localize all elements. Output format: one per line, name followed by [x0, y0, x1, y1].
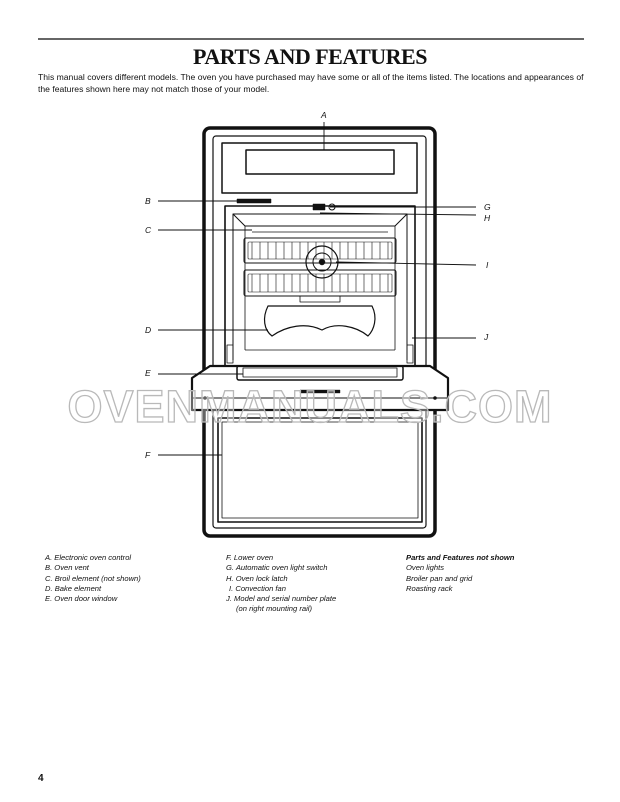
callout-g: G — [484, 202, 491, 212]
legend-column-1: A. Electronic oven control B. Oven vent … — [45, 553, 141, 604]
callout-e: E — [145, 368, 151, 378]
light-switch — [312, 203, 326, 211]
intro-paragraph: This manual covers different models. The… — [38, 72, 584, 94]
callout-d: D — [145, 325, 152, 335]
legend-item: F. Lower oven — [226, 553, 274, 562]
watermark: OVENMANUALS.COM — [67, 380, 553, 432]
callout-h: H — [484, 213, 491, 223]
legend-column-3: Parts and Features not shown Oven lights… — [406, 553, 514, 594]
legend-item: E. Oven door window — [45, 594, 118, 604]
legend-item: (on right mounting rail) — [236, 604, 312, 614]
oven-cabinet — [202, 126, 437, 538]
callout-a: A — [321, 110, 327, 120]
oven-rack-lower — [243, 269, 397, 303]
page-title: PARTS AND FEATURES — [193, 44, 427, 69]
control-display — [245, 149, 395, 175]
legend-item: I. Convection fan — [229, 583, 286, 593]
legend-heading: Parts and Features not shown — [406, 553, 515, 562]
legend-item: H. Oven lock latch — [226, 573, 288, 583]
oven-vent — [236, 198, 272, 204]
legend-item: B. Oven vent — [45, 563, 89, 573]
lower-oven — [217, 417, 423, 523]
callout-i: I — [486, 260, 489, 270]
bake-element — [263, 305, 376, 337]
callout-b: B — [145, 196, 151, 206]
legend-item: C. Broil element (not shown) — [45, 573, 141, 583]
legend-item: D. Bake element — [45, 583, 102, 593]
upper-oven-cavity — [224, 205, 416, 367]
legend-item: Oven lights — [406, 563, 444, 573]
page-number: 4 — [38, 773, 44, 784]
callout-f: F — [145, 450, 151, 460]
legend-item: J. Model and serial number plate — [226, 594, 337, 604]
legend-column-2: F. Lower oven G. Automatic oven light sw… — [226, 553, 336, 615]
control-panel — [221, 142, 418, 194]
oven-rack-upper — [243, 237, 397, 264]
door-window — [236, 365, 404, 381]
legend-item: A. Electronic oven control — [45, 553, 132, 562]
top-rule — [38, 38, 584, 40]
legend-item: Roasting rack — [406, 583, 453, 593]
callout-c: C — [145, 225, 152, 235]
legend-item: Broiler pan and grid — [406, 573, 473, 583]
legend-item: G. Automatic oven light switch — [226, 563, 328, 573]
callout-j: J — [484, 332, 489, 342]
